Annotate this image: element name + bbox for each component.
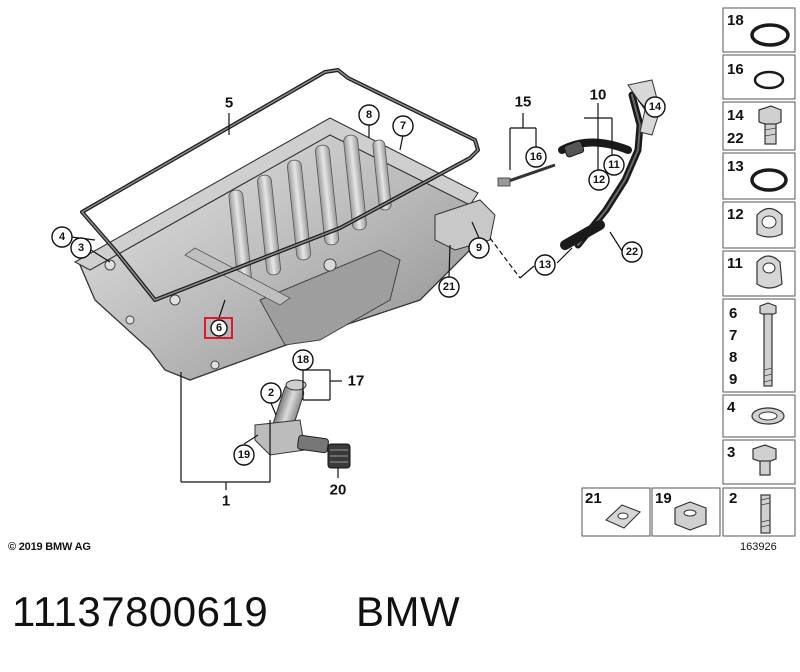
- callout-1: 1: [222, 493, 230, 510]
- panel-label-14: 14: [727, 107, 744, 124]
- callout-9: 9: [468, 237, 490, 259]
- drain-plug: [327, 443, 351, 469]
- oil-pan-gasket: [80, 68, 480, 302]
- panel-cell-6-9: 6 7 8 9: [722, 298, 796, 393]
- panel-label-9: 9: [729, 371, 737, 388]
- panel-cell-12: 12: [722, 201, 796, 249]
- callout-13: 13: [534, 254, 556, 276]
- panel-cell-3: 3: [722, 439, 796, 485]
- callout-20: 20: [330, 482, 347, 499]
- hex-bolt-icon: [758, 105, 782, 145]
- hex-nut-icon: [674, 501, 707, 531]
- panel-label-22: 22: [727, 130, 744, 147]
- panel-label-11: 11: [727, 255, 743, 272]
- panel-cell-11: 11: [722, 250, 796, 297]
- side-parts-panel: 18 16 14 22 13: [581, 7, 796, 537]
- panel-cell-18: 18: [722, 7, 796, 53]
- long-bolt-icon: [759, 302, 777, 387]
- panel-cell-2: 2: [722, 487, 796, 537]
- callout-2-label: 2: [268, 387, 274, 399]
- panel-label-19: 19: [655, 490, 672, 507]
- callout-8-label: 8: [366, 109, 372, 121]
- leader-lines: [70, 99, 646, 490]
- panel-label-3: 3: [727, 444, 735, 461]
- callout-17: 17: [348, 373, 365, 390]
- footer-brand: BMW: [356, 588, 461, 635]
- callout-8: 8: [358, 104, 380, 126]
- callout-12-label: 12: [593, 174, 605, 186]
- footer-part-number: 11137800619: [12, 588, 269, 635]
- callout-9-label: 9: [476, 242, 482, 254]
- panel-cell-21: 21: [581, 487, 651, 537]
- callout-22-label: 22: [626, 246, 638, 258]
- panel-cell-13: 13: [722, 152, 796, 200]
- callout-6: 6: [204, 317, 233, 339]
- dipstick-guide-tube: [558, 79, 661, 250]
- oil-dipstick: [497, 163, 556, 187]
- callout-21-label: 21: [443, 281, 455, 293]
- callout-6-label: 6: [216, 322, 222, 334]
- holder-icon: [756, 255, 783, 289]
- panel-label-2: 2: [729, 490, 737, 507]
- callout-16-label: 16: [530, 151, 542, 163]
- panel-cell-14-22: 14 22: [722, 101, 796, 151]
- panel-label-13: 13: [727, 158, 744, 175]
- callout-4: 4: [51, 226, 73, 248]
- panel-label-18: 18: [727, 12, 744, 29]
- panel-label-8: 8: [729, 349, 737, 366]
- callout-10: 10: [590, 87, 607, 104]
- callout-19: 19: [233, 444, 255, 466]
- callout-15: 15: [515, 94, 532, 111]
- short-bolt-icon: [752, 444, 777, 476]
- seal-ring-icon: [753, 70, 785, 90]
- panel-label-6: 6: [729, 305, 737, 322]
- panel-cell-16: 16: [722, 54, 796, 100]
- callout-16: 16: [525, 146, 547, 168]
- callout-4-label: 4: [59, 231, 66, 243]
- callout-14: 14: [644, 96, 666, 118]
- o-ring-icon: [750, 168, 788, 192]
- panel-cell-19: 19: [651, 487, 721, 537]
- callout-21: 21: [438, 276, 460, 298]
- callout-3-label: 3: [78, 242, 84, 254]
- callout-2: 2: [260, 382, 282, 404]
- panel-label-21: 21: [585, 490, 602, 507]
- callout-5: 5: [225, 95, 233, 112]
- panel-label-4: 4: [727, 399, 736, 416]
- panel-label-12: 12: [727, 206, 744, 223]
- callout-11-label: 11: [608, 159, 620, 171]
- oil-level-sensor: [254, 379, 329, 456]
- callout-11: 11: [603, 154, 625, 176]
- callout-19-label: 19: [238, 449, 250, 461]
- callout-22: 22: [621, 241, 643, 263]
- callout-13-label: 13: [539, 259, 551, 271]
- callout-14-label: 14: [649, 101, 662, 113]
- panel-label-16: 16: [727, 61, 744, 78]
- diagram-reference-number: 163926: [740, 541, 777, 553]
- stud-bolt-icon: [760, 494, 771, 534]
- panel-cell-4: 4: [722, 394, 796, 438]
- panel-label-7: 7: [729, 327, 737, 344]
- copyright-text: © 2019 BMW AG: [8, 541, 91, 553]
- callout-18-label: 18: [297, 354, 309, 366]
- callout-7-label: 7: [400, 120, 406, 132]
- callout-18: 18: [292, 349, 314, 371]
- callout-12: 12: [588, 169, 610, 191]
- clip-icon: [756, 207, 783, 238]
- clip-nut-icon: [605, 504, 641, 529]
- callout-7: 7: [392, 115, 414, 137]
- o-ring-icon: [750, 23, 790, 47]
- callout-3: 3: [70, 237, 92, 259]
